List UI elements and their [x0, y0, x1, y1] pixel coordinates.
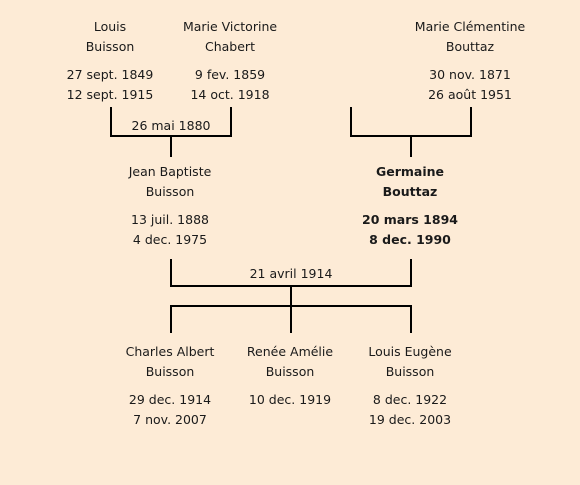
person-renee-amelie-buisson: Renée Amélie Buisson 10 dec. 1919 — [220, 342, 360, 410]
person-louis-eugene-buisson: Louis Eugène Buisson 8 dec. 1922 19 dec.… — [340, 342, 480, 430]
person-louis-buisson: Louis Buisson 27 sept. 1849 12 sept. 191… — [40, 17, 180, 105]
person-first-name: Charles Albert — [125, 344, 215, 359]
person-death-date: 26 août 1951 — [428, 87, 512, 102]
person-jean-baptiste-buisson: Jean Baptiste Buisson 13 juil. 1888 4 de… — [100, 162, 240, 250]
person-death-date: 4 dec. 1975 — [132, 232, 208, 247]
person-charles-albert-buisson: Charles Albert Buisson 29 dec. 1914 7 no… — [100, 342, 240, 430]
person-death-date: 19 dec. 2003 — [368, 412, 452, 427]
person-birth-date: 30 nov. 1871 — [429, 67, 511, 82]
person-birth-date: 9 fev. 1859 — [194, 67, 266, 82]
person-birth-date: 10 dec. 1919 — [248, 392, 332, 407]
person-birth-date: 27 sept. 1849 — [66, 67, 154, 82]
person-first-name: Marie Victorine — [182, 19, 278, 34]
person-first-name: Louis — [93, 19, 127, 34]
marriage-date-gen1: 26 mai 1880 — [131, 118, 211, 133]
person-last-name: Buisson — [85, 39, 135, 54]
person-last-name: Bouttaz — [445, 39, 495, 54]
marriage-date-gen2: 21 avril 1914 — [249, 266, 333, 281]
person-death-date: 14 oct. 1918 — [190, 87, 270, 102]
person-first-name: Renée Amélie — [246, 344, 334, 359]
person-last-name: Chabert — [205, 39, 255, 54]
person-last-name: Buisson — [385, 364, 435, 379]
person-first-name: Germaine — [375, 164, 445, 179]
person-death-date: 8 dec. 1990 — [369, 232, 451, 247]
person-death-date: 7 nov. 2007 — [133, 412, 207, 427]
person-germaine-bouttaz: Germaine Bouttaz 20 mars 1894 8 dec. 199… — [340, 162, 480, 250]
person-birth-date: 13 juil. 1888 — [131, 212, 209, 227]
person-first-name: Louis Eugène — [368, 344, 452, 359]
person-last-name: Buisson — [265, 364, 315, 379]
person-first-name: Jean Baptiste — [128, 164, 212, 179]
person-first-name: Marie Clémentine — [414, 19, 526, 34]
person-birth-date: 20 mars 1894 — [362, 212, 458, 227]
person-marie-victorine-chabert: Marie Victorine Chabert 9 fev. 1859 14 o… — [160, 17, 300, 105]
person-last-name: Buisson — [145, 364, 195, 379]
person-last-name: Buisson — [145, 184, 195, 199]
person-death-date: 12 sept. 1915 — [66, 87, 154, 102]
person-last-name: Bouttaz — [382, 184, 438, 199]
person-birth-date: 29 dec. 1914 — [128, 392, 212, 407]
person-marie-clementine-bouttaz: Marie Clémentine Bouttaz 30 nov. 1871 26… — [400, 17, 540, 105]
person-birth-date: 8 dec. 1922 — [372, 392, 448, 407]
